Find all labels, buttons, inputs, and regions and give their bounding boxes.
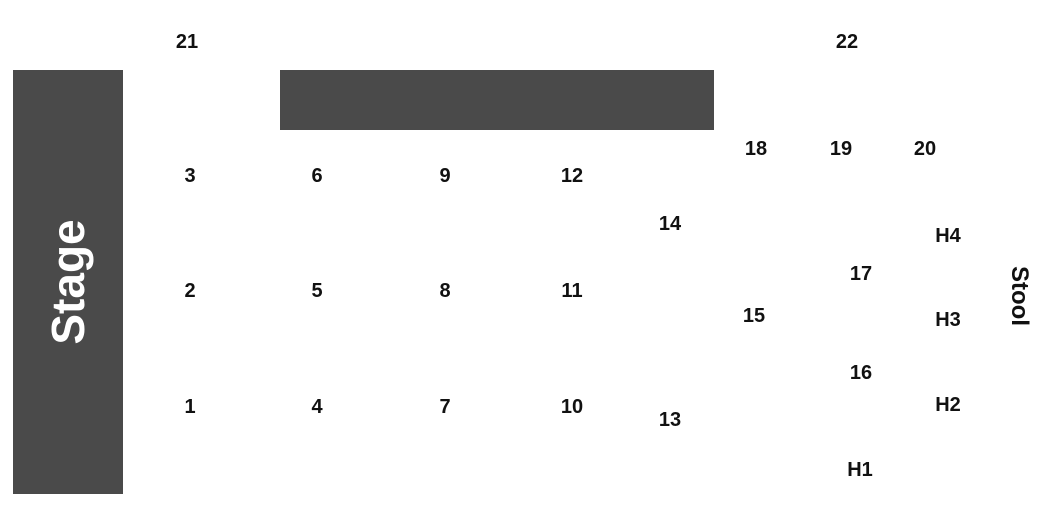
seat-10[interactable]: 10 [560, 396, 584, 418]
seat-5[interactable]: 5 [311, 280, 323, 302]
seat-12[interactable]: 12 [560, 165, 584, 187]
bar-block [280, 70, 714, 130]
seat-22[interactable]: 22 [835, 31, 859, 53]
seat-19[interactable]: 19 [829, 138, 853, 160]
seat-1[interactable]: 1 [184, 396, 196, 418]
seat-h3[interactable]: H3 [935, 309, 961, 331]
seat-13[interactable]: 13 [658, 409, 682, 431]
seat-16[interactable]: 16 [849, 362, 873, 384]
seat-4[interactable]: 4 [311, 396, 323, 418]
stool-label: Stool [1006, 266, 1033, 326]
seat-3[interactable]: 3 [184, 165, 196, 187]
seat-2[interactable]: 2 [184, 280, 196, 302]
seat-11[interactable]: 11 [561, 280, 583, 302]
seat-20[interactable]: 20 [913, 138, 937, 160]
stage-block: Stage [13, 70, 123, 494]
seat-15[interactable]: 15 [742, 305, 766, 327]
seat-17[interactable]: 17 [849, 263, 873, 285]
seat-9[interactable]: 9 [439, 165, 451, 187]
seat-7[interactable]: 7 [439, 396, 451, 418]
seat-6[interactable]: 6 [311, 165, 323, 187]
seat-h4[interactable]: H4 [935, 225, 961, 247]
seat-14[interactable]: 14 [658, 213, 682, 235]
seat-18[interactable]: 18 [744, 138, 768, 160]
seat-h2[interactable]: H2 [935, 394, 961, 416]
seat-8[interactable]: 8 [439, 280, 451, 302]
seat-21[interactable]: 21 [175, 31, 199, 53]
seat-h1[interactable]: H1 [847, 459, 873, 481]
stage-label: Stage [42, 219, 94, 345]
